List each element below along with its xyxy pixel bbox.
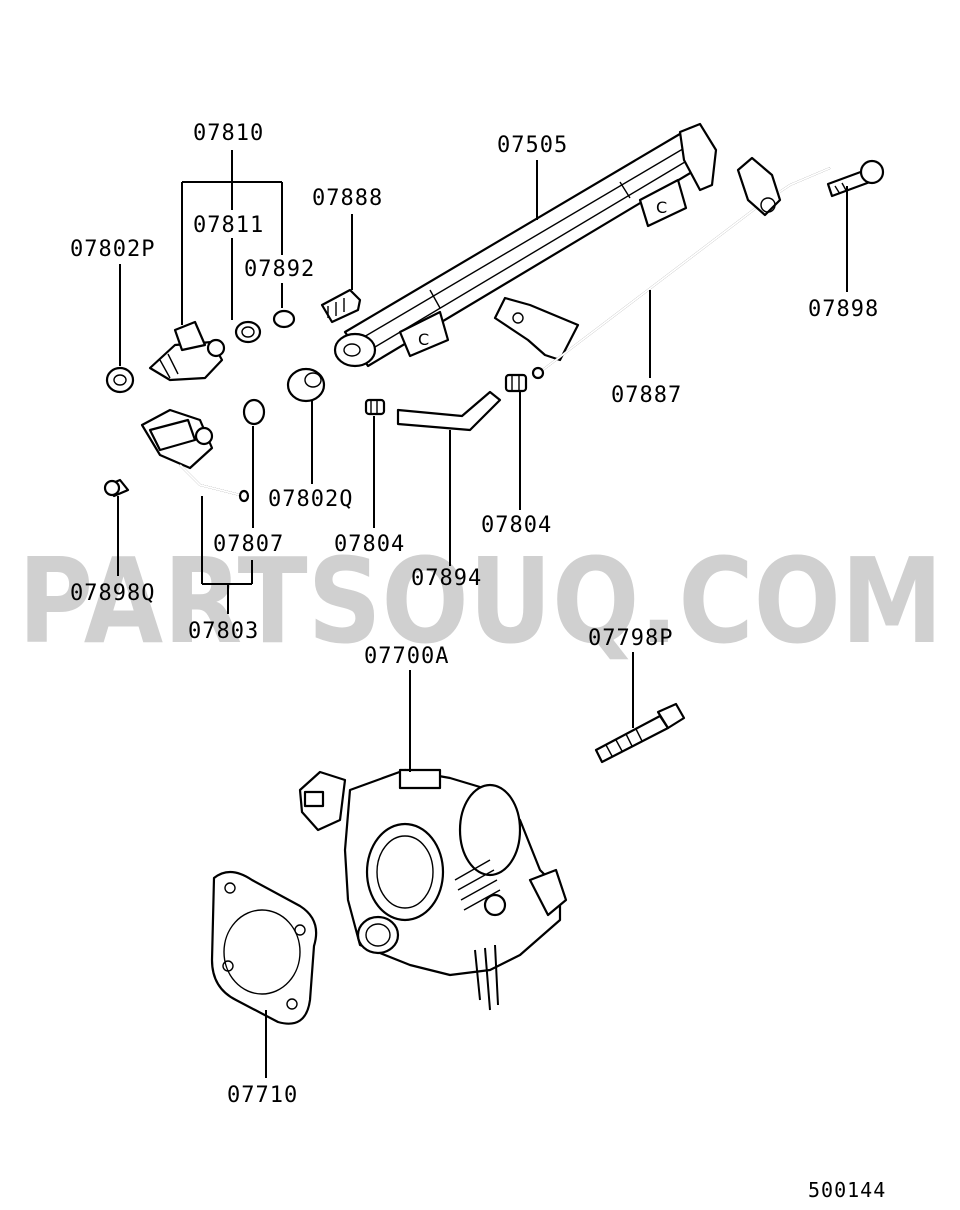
watermark: PARTSOUQ.COM: [18, 532, 943, 670]
bolt-07898[interactable]: [826, 159, 885, 198]
svg-text:C: C: [656, 198, 667, 217]
label-07505[interactable]: 07505: [497, 133, 568, 158]
label-07811[interactable]: 07811: [193, 213, 264, 238]
label-07804-left[interactable]: 07804: [334, 532, 405, 557]
hose-07894[interactable]: [396, 390, 502, 432]
insulator-07802q[interactable]: [286, 367, 326, 403]
diagram-id: 500144: [808, 1178, 886, 1202]
label-07798p[interactable]: 07798P: [588, 626, 673, 651]
label-07898q[interactable]: 07898Q: [70, 581, 155, 606]
throttle-body[interactable]: [298, 768, 568, 1011]
label-07710[interactable]: 07710: [227, 1083, 298, 1108]
gasket-07710[interactable]: [210, 870, 318, 1025]
label-07887[interactable]: 07887: [611, 383, 682, 408]
label-07803[interactable]: 07803: [188, 619, 259, 644]
bolt-07798p[interactable]: [594, 702, 686, 764]
fuel-rail[interactable]: C C: [333, 122, 718, 368]
leader-lines: [117, 150, 848, 1078]
label-07802p[interactable]: 07802P: [70, 237, 155, 262]
rail-bracket[interactable]: [493, 296, 580, 362]
label-07894[interactable]: 07894: [411, 566, 482, 591]
return-pipe[interactable]: [531, 156, 831, 380]
label-07888[interactable]: 07888: [312, 186, 383, 211]
clamp-07804-left[interactable]: [364, 398, 386, 416]
label-07804-right[interactable]: 07804: [481, 513, 552, 538]
clip-07888[interactable]: [320, 288, 362, 324]
injector[interactable]: [148, 320, 226, 382]
svg-text:C: C: [418, 330, 429, 349]
o-ring-07807[interactable]: [242, 398, 266, 426]
label-07892[interactable]: 07892: [244, 257, 315, 282]
screw-07898q[interactable]: [103, 478, 130, 498]
grommet-07811[interactable]: [234, 320, 262, 344]
o-ring-07802p[interactable]: [105, 366, 135, 394]
clamp-07804-right[interactable]: [504, 373, 528, 393]
label-07700a[interactable]: 07700A: [364, 644, 449, 669]
label-07810[interactable]: 07810: [193, 121, 264, 146]
label-07898[interactable]: 07898: [808, 297, 879, 322]
label-07807[interactable]: 07807: [213, 532, 284, 557]
label-07802q[interactable]: 07802Q: [268, 487, 353, 512]
o-ring-07892[interactable]: [272, 309, 296, 329]
pressure-regulator[interactable]: [140, 408, 250, 503]
